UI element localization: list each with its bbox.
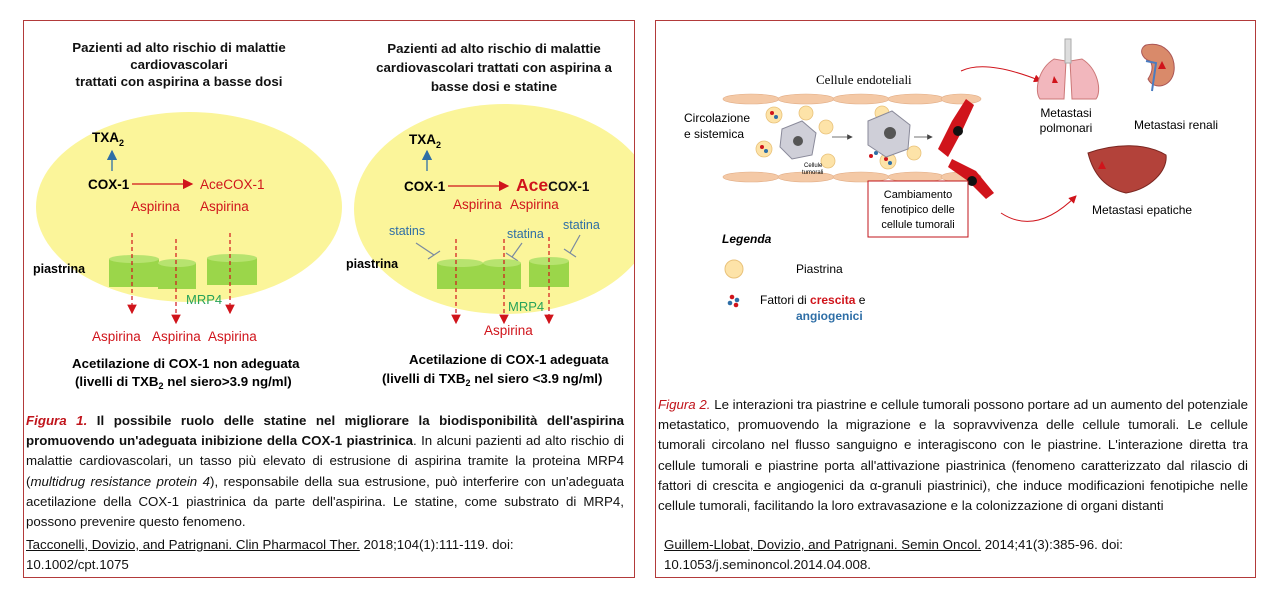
phenotype-label-1: Cambiamento xyxy=(884,189,952,201)
reference-doi: 10.1002/cpt.1075 xyxy=(26,557,129,572)
lungs-icon xyxy=(1036,38,1100,100)
figure1-right-title: Pazienti ad alto rischio di malattie car… xyxy=(354,39,634,96)
right-piastrina-label: piastrina xyxy=(346,257,399,271)
right-statina-label-2: statina xyxy=(563,218,600,232)
statin-inhibition-3 xyxy=(563,234,581,258)
figure2-caption: Figura 2. Le interazioni tra piastrine e… xyxy=(658,395,1248,516)
left-bottom-aspirina-3: Aspirina xyxy=(208,329,257,344)
right-result-line1: Acetilazione di COX-1 adeguata xyxy=(409,352,609,367)
tumor-small-label-2: tumorali xyxy=(802,170,823,176)
right-title-line: cardiovascolari trattati con aspirina a xyxy=(376,60,612,75)
met-lung-label-2: polmonari xyxy=(1040,121,1093,135)
right-acecox1-label: AceCOX-1 xyxy=(516,175,590,195)
statin-inhibition-1 xyxy=(415,242,441,260)
right-aspirina-label-2: Aspirina xyxy=(510,197,559,212)
left-mrp4-cylinders xyxy=(109,254,257,289)
caption-label: Figura 1. xyxy=(26,413,88,428)
caption-label: Figura 2. xyxy=(658,397,711,412)
figure1-reference: Tacconelli, Dovizio, and Patrignani. Cli… xyxy=(26,535,626,575)
left-piastrina-label: piastrina xyxy=(33,262,86,276)
figure1-left-title: Pazienti ad alto rischio di malattie car… xyxy=(44,39,314,90)
endothelial-label: Cellule endoteliali xyxy=(816,72,912,87)
legend-title: Legenda xyxy=(722,232,772,246)
figure1-caption: Figura 1. Il possibile ruolo delle stati… xyxy=(26,411,624,532)
left-acecox1-label: AceCOX-1 xyxy=(200,177,265,192)
right-result-line2: (livelli di TXB2 nel siero <3.9 ng/ml) xyxy=(382,371,602,388)
phenotype-label-2: fenotipico delle xyxy=(881,204,954,216)
right-statina-label-1: statina xyxy=(507,227,544,241)
statin-inhibition-2 xyxy=(505,242,523,262)
reference-link[interactable]: Tacconelli, Dovizio, and Patrignani. Cli… xyxy=(26,537,360,552)
reference-text: 2018;104(1):111-119. doi: xyxy=(359,537,514,552)
reference-text: 2014;41(3):385-96. doi: xyxy=(981,537,1123,552)
figure2-panel: Cellule endoteliali Circolazione e siste… xyxy=(655,20,1256,578)
left-aspirina-label-2: Aspirina xyxy=(200,199,249,214)
left-title-line: cardiovascolari xyxy=(130,57,228,72)
legend-factors-symbol xyxy=(727,294,740,308)
left-txa2-label: TXA2 xyxy=(92,130,124,148)
cylinder xyxy=(207,254,257,285)
left-title-line: Pazienti ad alto rischio di malattie xyxy=(72,40,286,55)
right-aspirina-label-1: Aspirina xyxy=(453,197,502,212)
legend-factors-label: Fattori di crescita e xyxy=(760,293,866,307)
legend-platelet-label: Piastrina xyxy=(796,262,843,276)
circulation-label-2: e sistemica xyxy=(684,127,744,141)
left-cox1-label: COX-1 xyxy=(88,177,130,192)
right-txa2-label: TXA2 xyxy=(409,132,441,150)
right-title-line: Pazienti ad alto rischio di malattie xyxy=(387,41,601,56)
left-result-line1: Acetilazione di COX-1 non adeguata xyxy=(72,356,300,371)
left-mrp4-label: MRP4 xyxy=(186,292,222,307)
met-kidney-label: Metastasi renali xyxy=(1134,118,1218,132)
kidney-icon xyxy=(1141,43,1175,92)
cylinder xyxy=(158,259,196,289)
figure2-diagram: Cellule endoteliali Circolazione e siste… xyxy=(684,38,1218,323)
phenotype-box xyxy=(867,180,969,238)
reference-link[interactable]: Guillem-Llobat, Dovizio, and Patrignani.… xyxy=(664,537,982,552)
left-result-line2: (livelli di TXB2 nel siero>3.9 ng/ml) xyxy=(75,374,292,391)
caption-text: . In alcuni pazienti ad alto rischio di … xyxy=(26,433,625,489)
figure1-panel: Pazienti ad alto rischio di malattie car… xyxy=(23,20,635,578)
figure1-diagram: TXA2 COX-1 AceCOX-1 Aspirina Aspirina pi… xyxy=(33,104,634,391)
vessel-top-wall xyxy=(722,93,982,105)
right-statins-label: statins xyxy=(389,224,425,238)
arrow-to-liver xyxy=(1000,195,1077,222)
cylinder xyxy=(483,259,521,289)
left-aspirina-label-1: Aspirina xyxy=(131,199,180,214)
arrow-to-lungs xyxy=(960,66,1042,83)
reference-doi: 10.1053/j.seminoncol.2014.04.008. xyxy=(664,557,871,572)
caption-text: ), responsabile della sua estrusione, pu… xyxy=(26,473,624,530)
liver-icon xyxy=(1087,145,1167,194)
tumor-small-label-1: Cellule xyxy=(804,163,823,169)
right-bottom-aspirina: Aspirina xyxy=(484,323,533,338)
left-bottom-aspirina-2: Aspirina xyxy=(152,329,201,344)
phenotype-label-3: cellule tumorali xyxy=(881,219,954,231)
cylinder xyxy=(109,255,159,287)
right-cox1-label: COX-1 xyxy=(404,179,446,194)
vessel-factors xyxy=(760,111,892,165)
left-bottom-aspirina-1: Aspirina xyxy=(92,329,141,344)
cylinder xyxy=(437,259,483,289)
caption-bold: Il possibile ruolo delle statine nel mig… xyxy=(26,413,624,449)
right-mrp4-label: MRP4 xyxy=(508,299,544,314)
caption-italic: multidrug resistance protein 4 xyxy=(30,473,211,489)
legend-platelet-symbol xyxy=(724,259,744,279)
caption-text: Le interazioni tra piastrine e cellule t… xyxy=(658,397,1248,514)
figure2-reference: Guillem-Llobat, Dovizio, and Patrignani.… xyxy=(664,535,1249,575)
met-liver-label: Metastasi epatiche xyxy=(1092,203,1192,217)
met-lung-label-1: Metastasi xyxy=(1040,106,1091,120)
legend-factors-blue-label: angiogenici xyxy=(796,309,863,323)
right-title-line: basse dosi e statine xyxy=(430,79,558,94)
circulation-label-1: Circolazione xyxy=(684,111,750,125)
left-title-line: trattati con aspirina a basse dosi xyxy=(75,74,283,89)
